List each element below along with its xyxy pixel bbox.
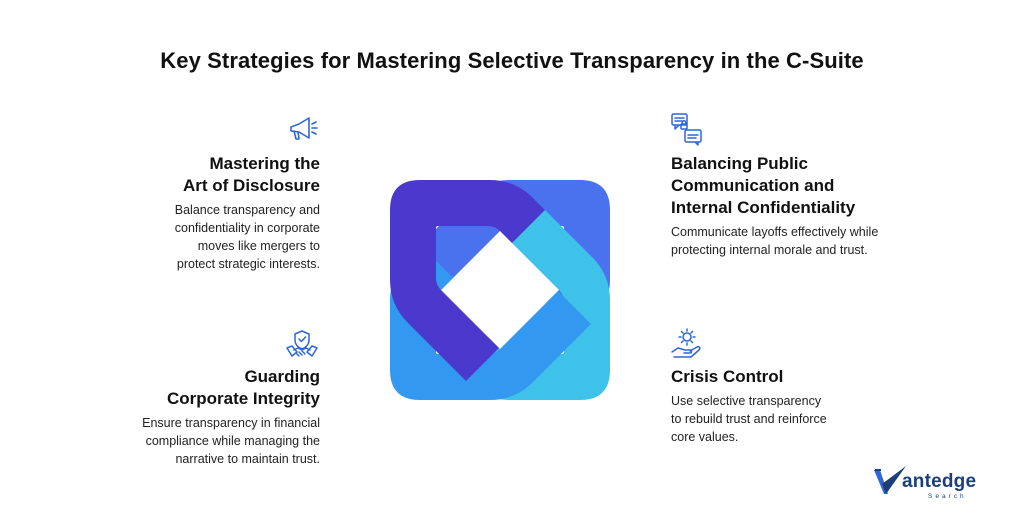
section-title: Guarding Corporate Integrity: [166, 367, 320, 408]
page-title: Key Strategies for Mastering Selective T…: [160, 48, 864, 73]
logo-wordmark: antedge: [902, 471, 977, 492]
section-disclosure: Mastering the Art of Disclosure Balance …: [60, 153, 320, 273]
section-crisis-control: Crisis Control Use selective transparenc…: [671, 366, 931, 446]
section-description: Ensure transparency in financial complia…: [142, 416, 320, 466]
section-title: Mastering the Art of Disclosure: [183, 154, 320, 195]
vantedge-logo: antedge Search: [872, 462, 992, 506]
segment-bottom-left: [390, 245, 591, 400]
logo-subtitle: Search: [928, 493, 967, 500]
gear-hand-icon: [670, 326, 704, 360]
section-corporate-integrity: Guarding Corporate Integrity Ensure tran…: [40, 366, 320, 468]
v-logo-mark-icon: [874, 466, 906, 494]
section-description: Balance transparency and confidentiality…: [174, 203, 320, 271]
segment-top-left: [390, 180, 545, 381]
section-description: Use selective transparency to rebuild tr…: [671, 394, 827, 444]
interlocked-links-diagram: [390, 180, 610, 400]
megaphone-icon: [285, 112, 319, 146]
handshake-shield-icon: [285, 328, 319, 362]
section-title: Balancing Public Communication and Inter…: [671, 154, 856, 217]
section-description: Communicate layoffs effectively while pr…: [671, 225, 879, 257]
section-public-communication: Balancing Public Communication and Inter…: [671, 153, 971, 259]
chat-lock-icon: [670, 112, 704, 146]
section-title: Crisis Control: [671, 367, 784, 386]
